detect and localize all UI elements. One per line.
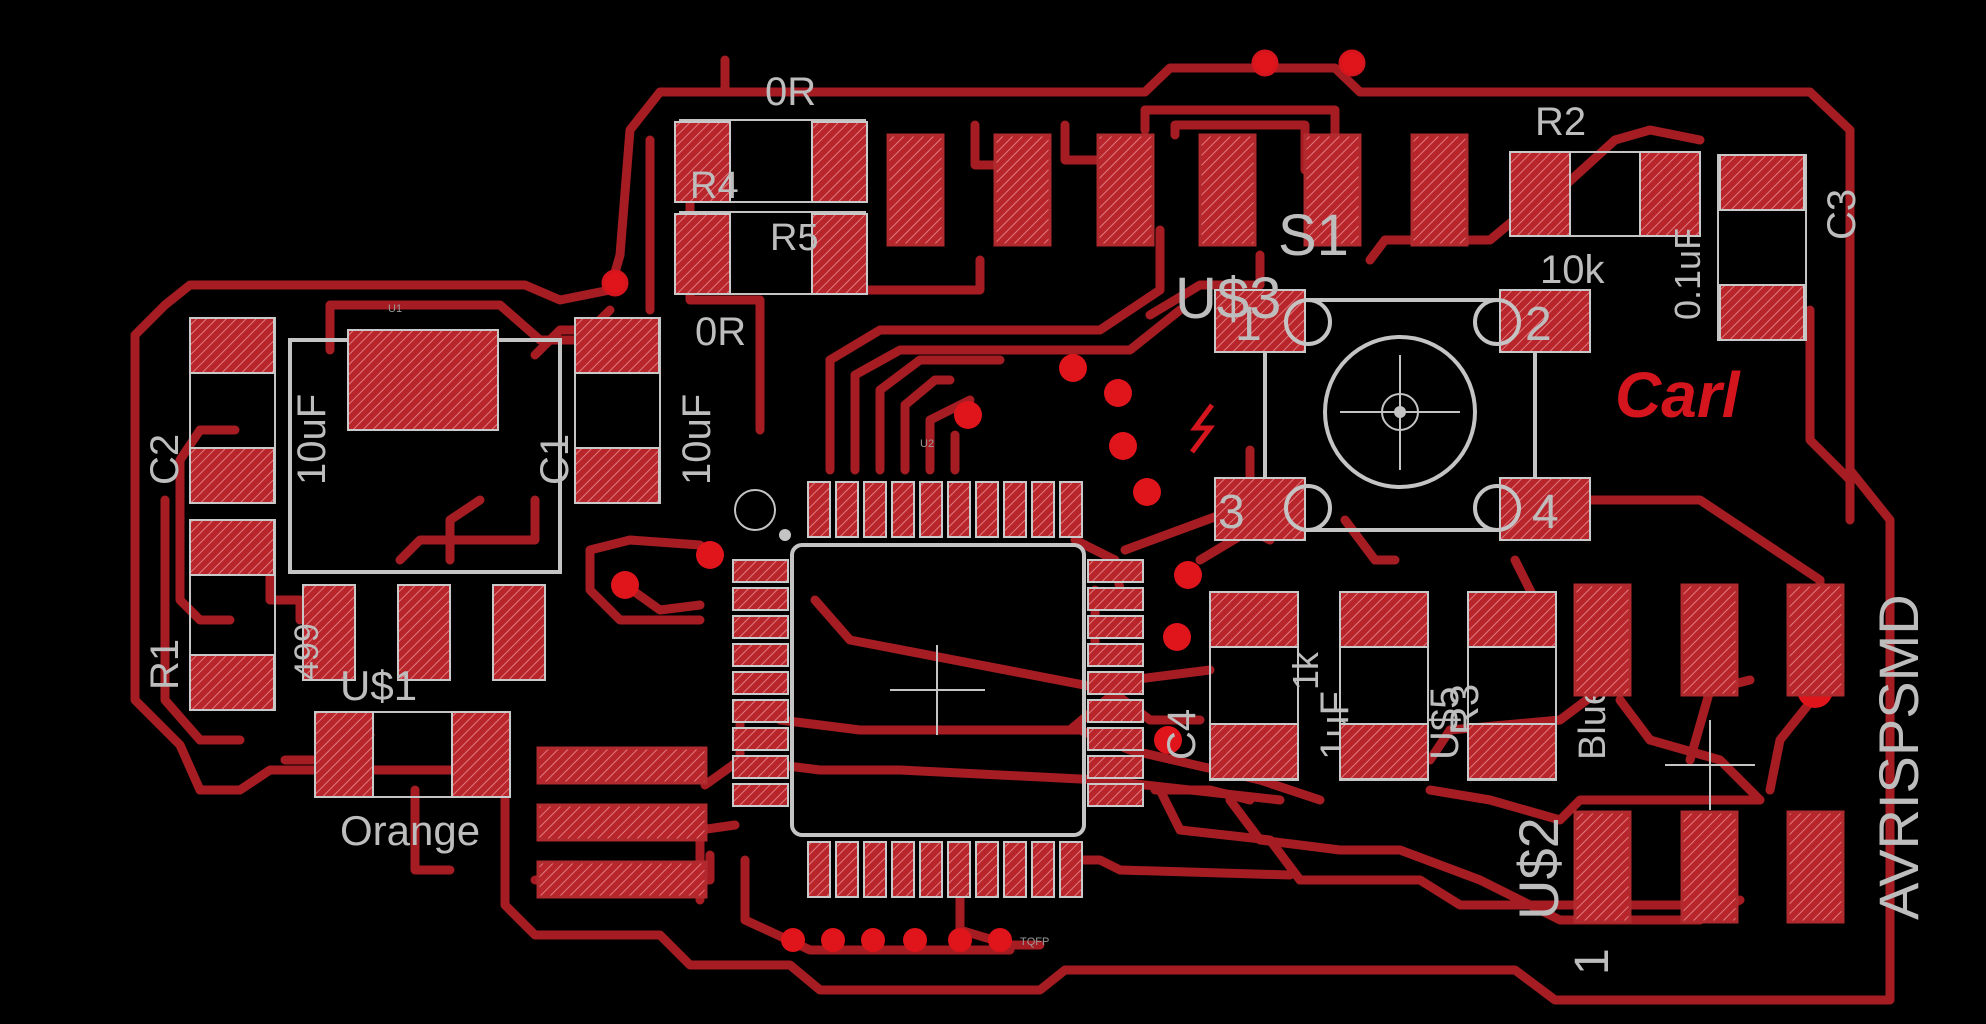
led-orange-designator: U$1 [340, 662, 417, 709]
via [1338, 49, 1366, 77]
u2-right-pins [1087, 559, 1144, 807]
c3-designator: C3 [1820, 189, 1864, 240]
regulator-u1: U1 [288, 303, 562, 681]
s1-alt-designator: U$3 [1175, 266, 1281, 331]
c2-value: 10uF [290, 394, 334, 485]
u2-bottom-pins [807, 841, 1083, 898]
capacitor-c1: C1 10uF [533, 317, 719, 504]
via [696, 541, 724, 569]
r5-value: 0R [695, 310, 746, 354]
s1-pin-1: 1 [1235, 298, 1262, 351]
r3-value: 1k [1285, 651, 1326, 690]
r1-designator: R1 [143, 639, 187, 690]
r4-designator: R4 [690, 165, 739, 207]
s1-pin-2: 2 [1525, 298, 1552, 351]
via [1154, 726, 1182, 754]
via [954, 401, 982, 429]
via [903, 928, 927, 952]
resistor-r2: R2 10k [1509, 100, 1701, 292]
capacitor-c2: C2 10uF [143, 317, 334, 504]
c2-designator: C2 [143, 434, 187, 485]
via [1174, 561, 1202, 589]
led-orange-value: Orange [340, 807, 480, 854]
via [781, 928, 805, 952]
capacitor-c3: C3 0.1uF [1667, 154, 1864, 341]
via [1104, 379, 1132, 407]
isp-value: AVRISPSMD [1867, 594, 1930, 920]
led-blue: U$5 Blue [1423, 591, 1614, 781]
via [1059, 354, 1087, 382]
via [1163, 623, 1191, 651]
isp-pin1: 1 [1566, 948, 1619, 975]
led-blue-value: Blue [1572, 684, 1614, 760]
via [948, 928, 972, 952]
r4-value: 0R [765, 70, 816, 114]
capacitor-c4: C4 1uF [1160, 591, 1357, 781]
via [601, 269, 629, 297]
isp-header-u2: AVRISPSMD U$2 1 [1507, 583, 1930, 975]
s1-designator: S1 [1278, 203, 1349, 268]
r2-value: 10k [1540, 248, 1605, 292]
resistor-r3: 1k R3 [1285, 591, 1487, 781]
u2-designator: U2 [920, 438, 934, 450]
resistor-r5: R5 0R [674, 211, 868, 354]
board-outline [130, 63, 1895, 1005]
via [861, 928, 885, 952]
via [611, 571, 639, 599]
u2-left-pins [732, 559, 789, 807]
resistor-r4: 0R R4 [674, 70, 868, 207]
via [821, 928, 845, 952]
s1-pin-4: 4 [1532, 486, 1559, 539]
via [1251, 49, 1279, 77]
top-pad-row [886, 133, 1469, 247]
via [1109, 432, 1137, 460]
resistor-r1: R1 499 [143, 519, 326, 711]
via [1133, 478, 1161, 506]
switch-s1: S1 U$3 1 2 3 4 [1175, 203, 1591, 541]
c1-designator: C1 [533, 434, 577, 485]
u2-package: TQFP [1020, 936, 1049, 948]
signature: Carl [1615, 359, 1741, 431]
isp-designator: U$2 [1507, 817, 1570, 920]
r2-designator: R2 [1535, 100, 1586, 144]
left-header-pads [536, 746, 708, 899]
u2-top-pins [807, 481, 1083, 538]
c3-value: 0.1uF [1667, 228, 1708, 320]
r1-value: 499 [288, 623, 326, 680]
led-blue-designator: U$5 [1423, 687, 1467, 760]
led-orange: U$1 Orange [314, 662, 511, 854]
mcu-u2: U2 TQFP [732, 438, 1144, 948]
s1-pin-3: 3 [1218, 486, 1245, 539]
c4-designator: C4 [1160, 709, 1204, 760]
via [988, 928, 1012, 952]
u1-designator: U1 [388, 303, 402, 315]
c1-value: 10uF [675, 394, 719, 485]
r5-designator: R5 [770, 217, 819, 259]
lightning-icon [1190, 403, 1215, 454]
